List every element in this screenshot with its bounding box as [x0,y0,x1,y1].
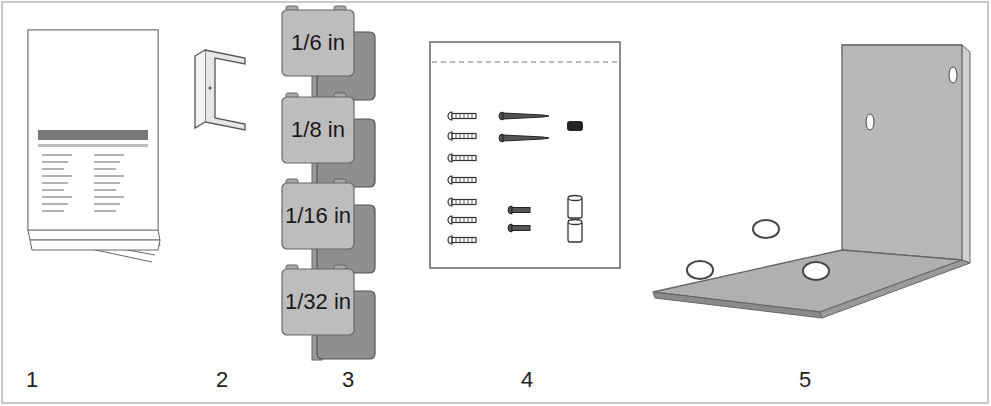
callout-number: 2 [216,369,228,391]
text-line [42,196,72,198]
spacer-label: 1/16 in [285,205,351,227]
spacer-label: 1/8 in [291,119,345,141]
hardware-bag [430,42,620,268]
text-line [42,161,68,163]
text-line [94,189,116,191]
callout-number: 1 [26,369,38,391]
u-bracket [195,50,245,130]
callout-number: 5 [799,369,811,391]
text-line [42,154,72,156]
text-line [94,161,120,163]
text-line [42,210,64,212]
text-line [94,168,116,170]
angle-bracket [653,45,970,318]
text-line [42,203,68,205]
text-line [94,210,116,212]
spacer-label: 1/32 in [285,291,351,313]
spacer-set [282,6,375,360]
text-line [42,182,68,184]
text-line [94,203,120,205]
text-line [94,182,120,184]
text-line [94,175,124,177]
callout-number: 4 [521,369,533,391]
spacer-label: 1/6 in [291,32,345,54]
callout-number: 3 [342,369,354,391]
text-line [94,154,124,156]
text-line [42,189,64,191]
manual [28,30,160,262]
text-line [94,196,124,198]
text-line [42,168,64,170]
text-line [42,175,72,177]
